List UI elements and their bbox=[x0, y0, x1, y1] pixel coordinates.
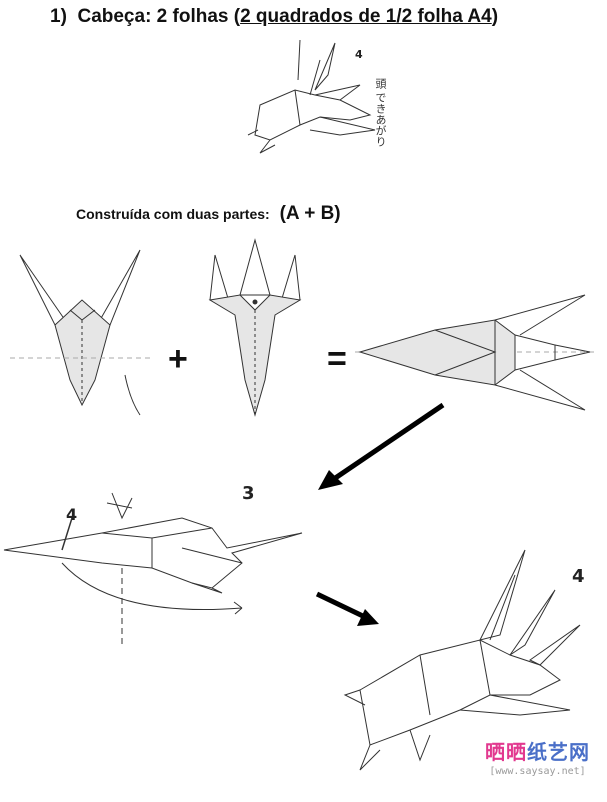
arrow-to-step-3 bbox=[315, 400, 445, 495]
section-title-close: ) bbox=[492, 6, 498, 27]
finished-head-thumbnail bbox=[240, 35, 390, 170]
equals-operator: = bbox=[327, 340, 347, 379]
step-3-diagram bbox=[2, 488, 312, 648]
section-number: 1) bbox=[50, 6, 67, 27]
site-watermark: 晒晒纸艺网 [www.saysay.net] bbox=[485, 736, 590, 777]
parts-subtitle: Construída com duas partes: (A + B) bbox=[76, 203, 341, 225]
section-title: 1) Cabeça: 2 folhas (2 quadrados de 1/2 … bbox=[50, 6, 498, 28]
japanese-caption: 頭 できあがり bbox=[372, 78, 388, 147]
watermark-logo: 晒晒纸艺网 bbox=[485, 736, 590, 765]
parts-label: (A + B) bbox=[280, 203, 341, 224]
watermark-pink-text: 晒晒 bbox=[485, 742, 527, 764]
part-a-diagram bbox=[10, 240, 150, 420]
parts-subtitle-text: Construída com duas partes: bbox=[76, 206, 270, 222]
watermark-blue-text: 纸艺网 bbox=[527, 742, 590, 764]
section-title-underlined: 2 quadrados de 1/2 folha A4 bbox=[240, 6, 492, 27]
fold-marker-number: 4 bbox=[66, 505, 77, 524]
section-title-text: Cabeça: 2 folhas ( bbox=[77, 6, 240, 27]
thumbnail-step-number: 4 bbox=[355, 48, 363, 61]
plus-operator: + bbox=[168, 340, 188, 379]
watermark-url: [www.saysay.net] bbox=[485, 766, 590, 777]
part-b-diagram bbox=[200, 240, 310, 420]
